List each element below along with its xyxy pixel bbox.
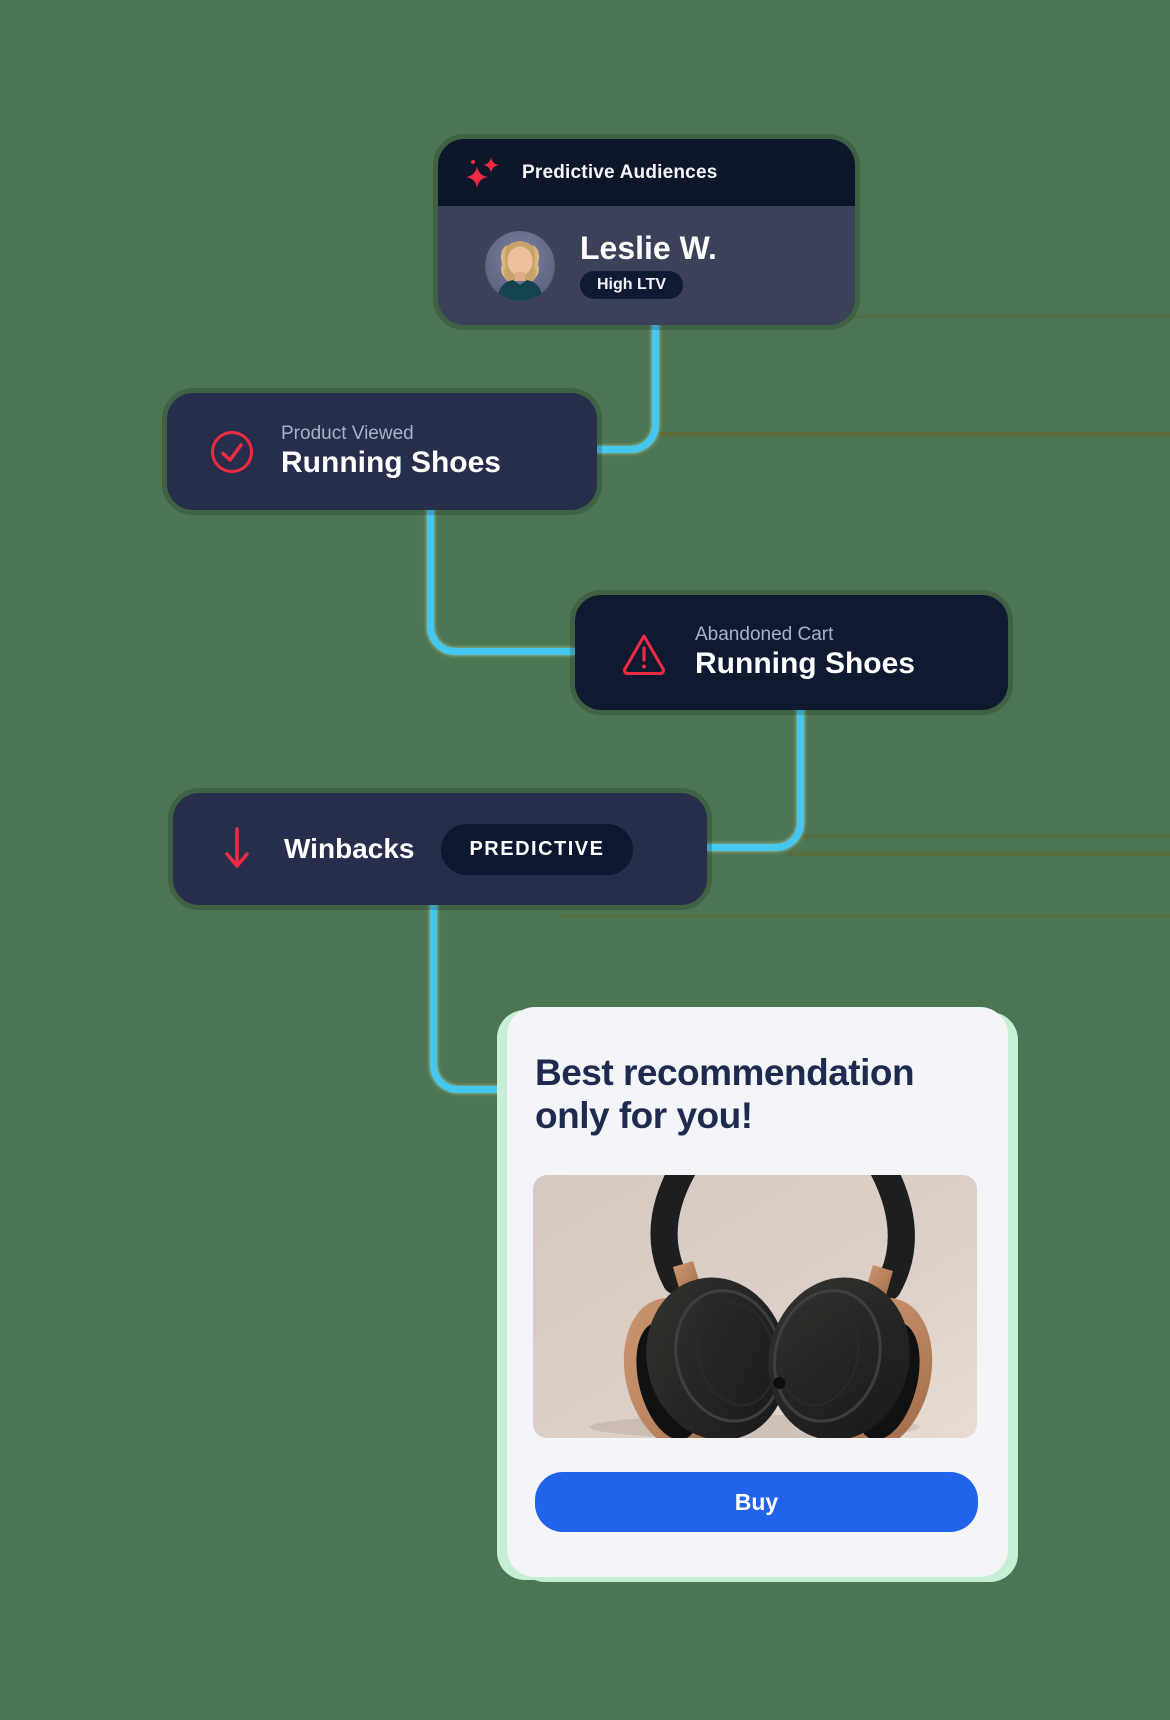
winbacks-title: Winbacks (284, 833, 415, 864)
connector-abandoned-to-winbacks (707, 708, 804, 851)
buy-button[interactable]: Buy (535, 1472, 978, 1532)
recommendation-heading: Best recommendation only for you! (535, 1052, 915, 1137)
event-subtitle: Product Viewed (281, 422, 414, 444)
ghost-line (788, 852, 1170, 856)
ghost-line (855, 315, 1170, 318)
audience-card-title: Predictive Audiences (522, 161, 718, 183)
winbacks-card[interactable]: Winbacks PREDICTIVE (173, 793, 707, 905)
ghost-line (560, 914, 1170, 917)
audience-card-header: Predictive Audiences (438, 139, 855, 206)
connector-audience-to-product (597, 323, 659, 453)
sparkles-icon (466, 156, 499, 188)
abandoned-cart-card[interactable]: Abandoned Cart Running Shoes (575, 595, 1008, 710)
user-name: Leslie W. (580, 229, 717, 266)
connector-product-to-abandoned (427, 508, 575, 655)
predictive-badge: PREDICTIVE (441, 823, 633, 875)
ghost-line (659, 432, 1170, 436)
product-viewed-card[interactable]: Product Viewed Running Shoes (167, 393, 597, 510)
audience-card-body: Leslie W. High LTV (438, 206, 855, 325)
warning-triangle-icon (623, 634, 665, 675)
recommendation-card: Best recommendation only for you! (507, 1007, 1008, 1577)
high-ltv-badge: High LTV (580, 271, 684, 300)
event-subtitle: Abandoned Cart (695, 623, 834, 645)
connector-winbacks-to-recommendation (430, 903, 507, 1093)
arrow-down-icon (225, 827, 249, 868)
check-circle-icon (211, 430, 253, 473)
audience-card[interactable]: Predictive Audiences (438, 139, 855, 325)
event-title: Running Shoes (695, 647, 915, 681)
event-title: Running Shoes (281, 446, 501, 480)
product-image-headphones (533, 1175, 977, 1438)
avatar (485, 230, 555, 301)
ghost-line (804, 835, 1170, 838)
